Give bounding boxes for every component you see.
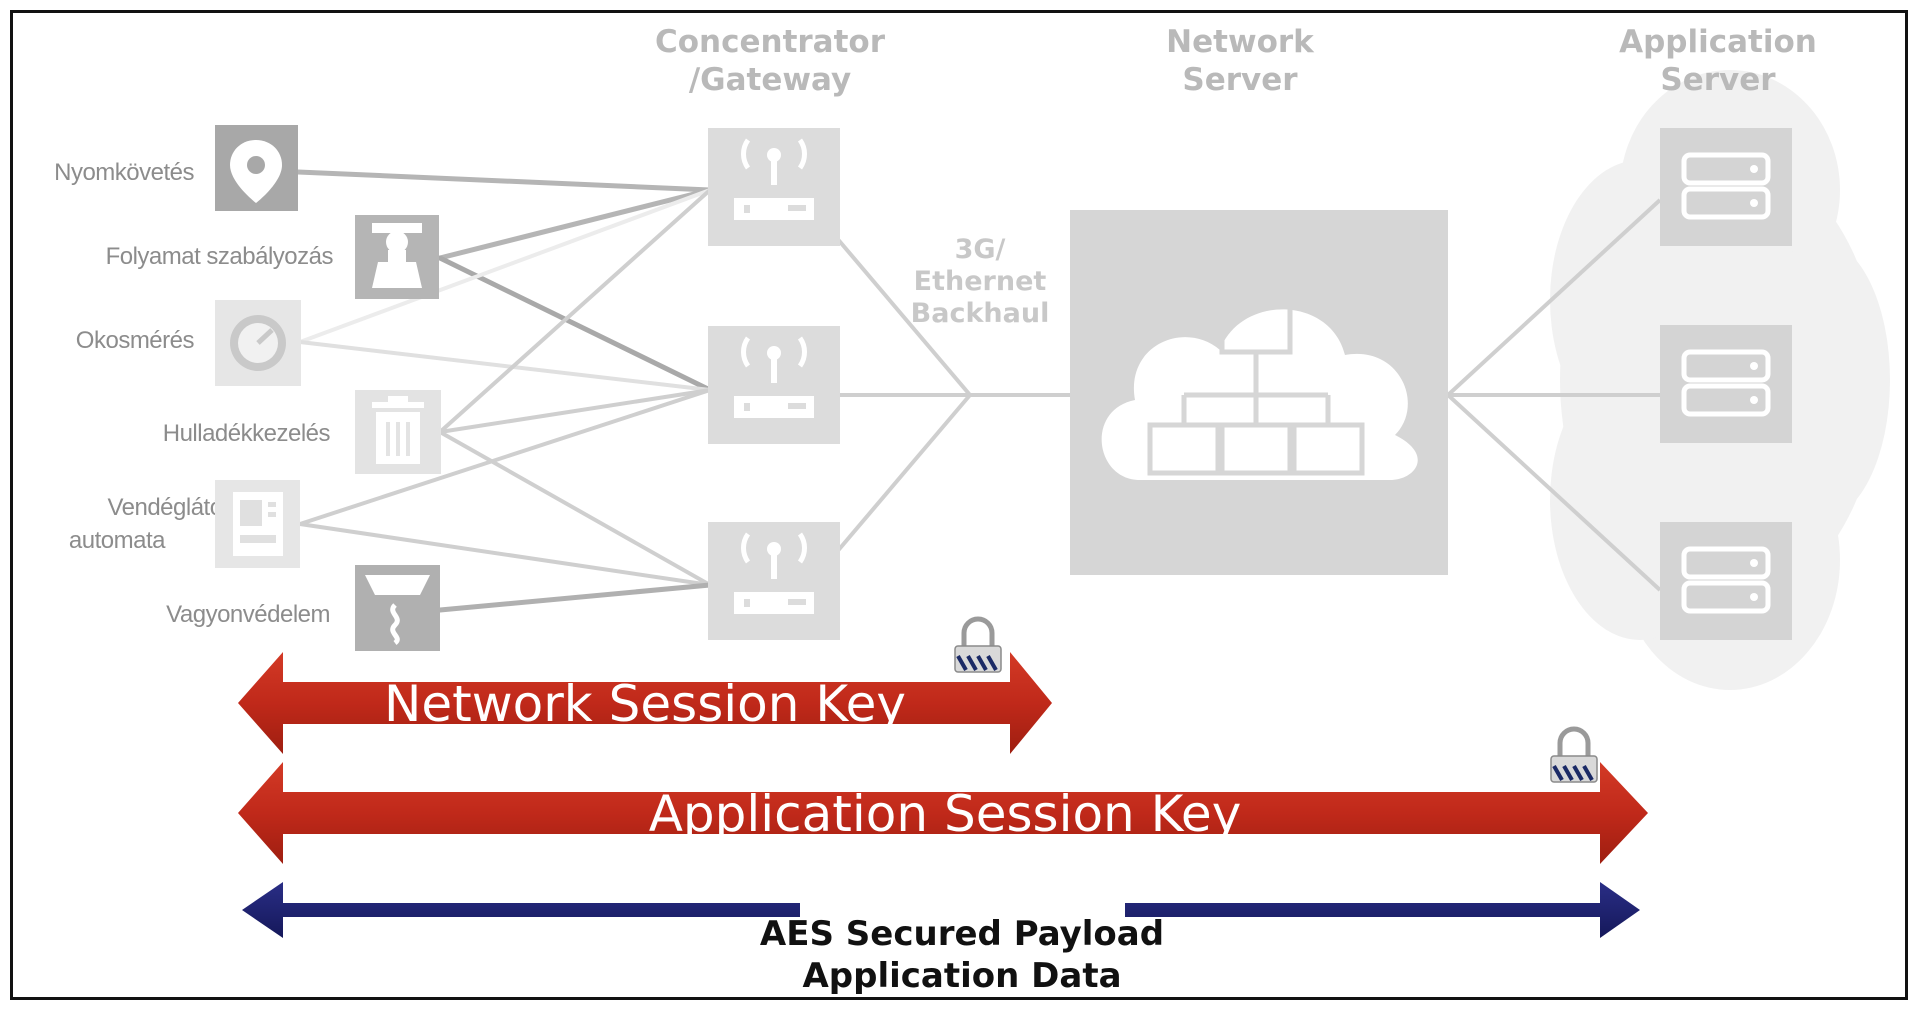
gauge-icon [215, 300, 301, 386]
header-gateway-line-2: /Gateway [689, 62, 851, 98]
server-links [1446, 198, 1662, 592]
header-network-server: Network Server [1166, 24, 1315, 98]
lock-icon-application [1550, 726, 1598, 783]
device-label-tracking: Nyomkövetés [54, 159, 194, 186]
backhaul-line-2: Ethernet [914, 266, 1047, 297]
map-pin-icon [215, 125, 298, 211]
device-label-waste-management: Hulladékkezelés [163, 420, 331, 447]
valve-icon [355, 215, 439, 299]
header-application-server: Application Server [1619, 24, 1817, 98]
header-gateway-line-1: Concentrator [655, 24, 886, 60]
application-server-icon-1 [1660, 128, 1792, 246]
application-server-icon-2 [1660, 325, 1792, 443]
vending-machine-icon [215, 480, 300, 568]
header-network-server-line-2: Server [1182, 62, 1298, 98]
network-session-key-label: Network Session Key [384, 675, 906, 733]
device-gateway-links [295, 169, 713, 613]
backhaul-links [828, 228, 1070, 562]
device-label-security: Vagyonvédelem [166, 601, 330, 628]
smoke-detector-icon [355, 565, 440, 651]
device-label-smart-metering: Okosmérés [76, 327, 195, 354]
device-label-vending-line-2: automata [69, 527, 166, 554]
aes-payload-line-2: Application Data [802, 956, 1121, 996]
header-network-server-line-1: Network [1166, 24, 1315, 60]
application-session-key-arrow: Application Session Key [238, 762, 1648, 864]
lock-icon-network [954, 616, 1002, 673]
aes-payload-arrow: AES Secured Payload Application Data [242, 882, 1640, 996]
backhaul-line-1: 3G/ [955, 234, 1006, 265]
aes-payload-line-1: AES Secured Payload [760, 914, 1164, 954]
header-application-server-line-2: Server [1660, 62, 1776, 98]
backhaul-line-3: Backhaul [911, 298, 1050, 329]
network-session-key-arrow: Network Session Key [238, 652, 1052, 754]
application-session-key-label: Application Session Key [649, 785, 1242, 843]
gateway-icon-1 [708, 128, 840, 246]
network-server-icon [1070, 210, 1448, 575]
header-application-server-line-1: Application [1619, 24, 1817, 60]
gateway-icon-2 [708, 326, 840, 444]
device-label-process-control: Folyamat szabályozás [106, 243, 334, 270]
header-gateway: Concentrator /Gateway [655, 24, 886, 98]
trash-bin-icon [355, 390, 441, 474]
gateway-icon-3 [708, 522, 840, 640]
backhaul-label: 3G/ Ethernet Backhaul [911, 234, 1050, 329]
device-label-vending-line-1: Vendéglátó [107, 494, 222, 521]
application-server-icon-3 [1660, 522, 1792, 640]
device-labels: Nyomkövetés Folyamat szabályozás Okosmér… [54, 159, 334, 628]
